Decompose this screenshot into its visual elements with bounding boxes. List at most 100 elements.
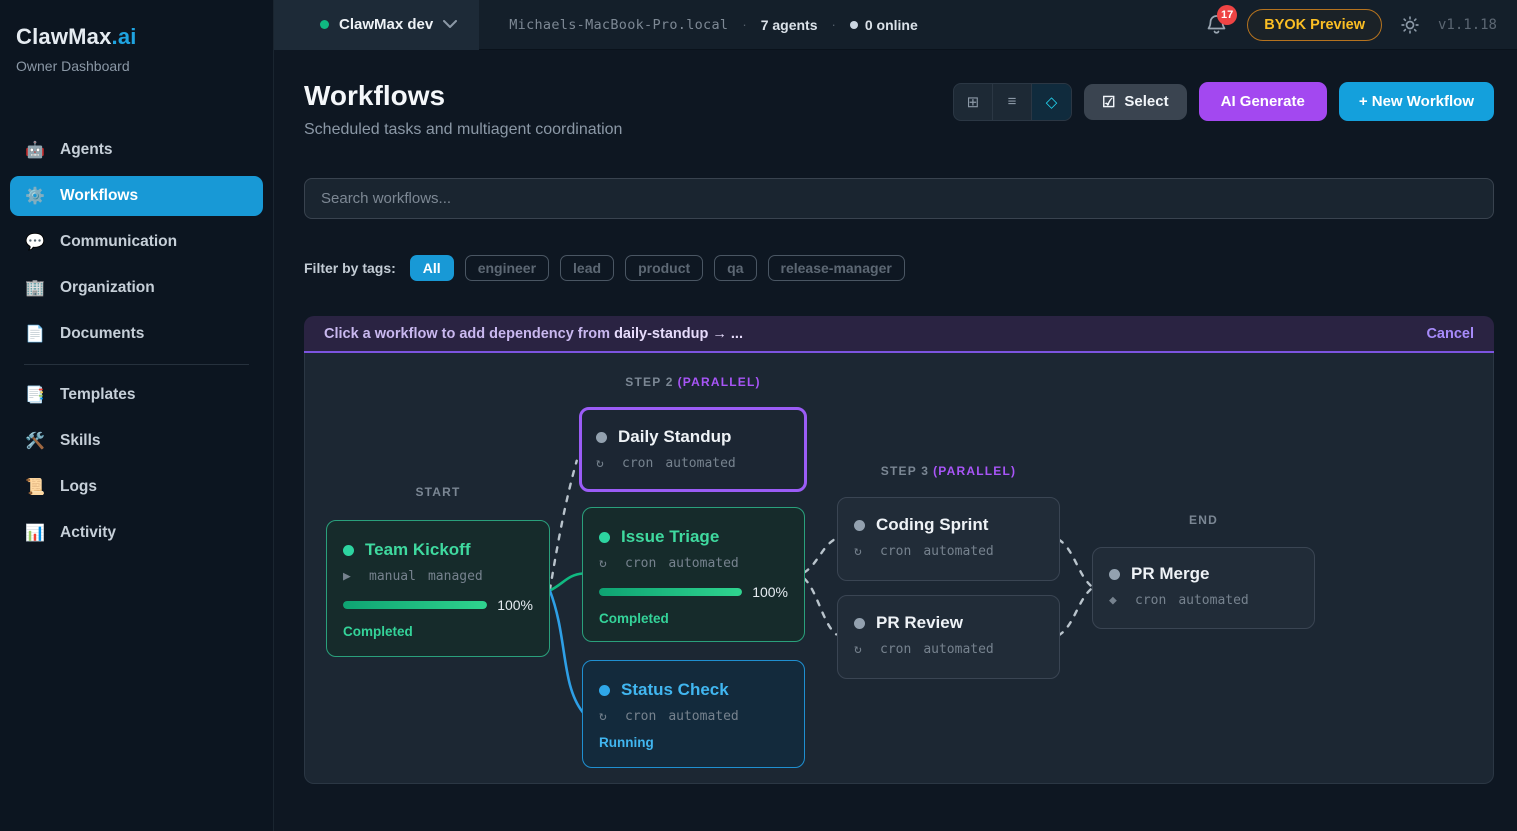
progress-bar: 100% (599, 584, 788, 600)
sidebar-item-workflows[interactable]: ⚙️ Workflows (10, 176, 263, 216)
sidebar-item-logs[interactable]: 📜 Logs (10, 467, 263, 507)
building-icon: 🏢 (25, 280, 45, 297)
sidebar-item-label: Logs (60, 478, 98, 495)
ai-generate-label: AI Generate (1220, 93, 1305, 110)
page-subtitle: Scheduled tasks and multiagent coordinat… (304, 121, 623, 138)
graph-view-button[interactable]: ◇ (1031, 83, 1071, 120)
graph-edges (548, 459, 1092, 714)
search-input[interactable] (304, 178, 1494, 219)
dependency-banner: Click a workflow to add dependency from … (304, 316, 1494, 353)
document-icon: 📄 (25, 326, 45, 343)
progress-bar: 100% (343, 597, 533, 613)
workflow-graph-canvas: STEP 2(PARALLEL) START STEP 3(PARALLEL) … (304, 353, 1494, 784)
workflow-meta: ↻ cron automated (596, 456, 790, 471)
status-dot-idle (854, 519, 865, 531)
sidebar-item-label: Documents (60, 325, 145, 342)
step2-label: STEP 2(PARALLEL) (579, 375, 807, 389)
workflow-card-daily-standup[interactable]: Daily Standup ↻ cron automated (579, 407, 807, 492)
page-header: Workflows Scheduled tasks and multiagent… (304, 80, 1494, 139)
workflow-title: Daily Standup (618, 427, 732, 446)
new-workflow-button[interactable]: + New Workflow (1338, 82, 1494, 121)
schedule-type: cron (622, 456, 654, 471)
workflow-card-status-check[interactable]: Status Check ↻ cron automated Running (582, 660, 805, 768)
sidebar-item-skills[interactable]: 🛠️ Skills (10, 421, 263, 461)
cron-icon: ↻ (854, 544, 862, 559)
step2-text: STEP 2 (625, 375, 674, 389)
tag-all[interactable]: All (409, 255, 454, 281)
dependency-banner-text: Click a workflow to add dependency from … (324, 326, 743, 342)
progress-value: 100% (752, 584, 788, 600)
list-view-button[interactable]: ≡ (993, 83, 1032, 120)
notifications-button[interactable]: 17 (1203, 4, 1238, 38)
sidebar-item-label: Communication (60, 233, 178, 250)
sidebar-item-templates[interactable]: 📑 Templates (10, 375, 263, 415)
ai-generate-button[interactable]: AI Generate (1198, 82, 1327, 121)
sidebar-item-organization[interactable]: 🏢 Organization (10, 268, 263, 308)
workflow-card-pr-review[interactable]: PR Review ↻ cron automated (837, 595, 1060, 679)
tag-product[interactable]: product (625, 255, 704, 281)
grid-view-icon: ⊞ (966, 93, 980, 111)
tag-lead[interactable]: lead (560, 255, 615, 281)
schedule-type: cron (625, 709, 657, 724)
hostname: Michaels-MacBook-Pro.local (509, 16, 729, 33)
schedule-type: manual (369, 569, 416, 584)
sidebar-item-documents[interactable]: 📄 Documents (10, 314, 263, 354)
robot-icon: 🤖 (25, 142, 45, 159)
play-icon: ▶ (343, 569, 351, 584)
workflow-card-team-kickoff[interactable]: Team Kickoff ▶ manual managed 100% Compl… (326, 520, 550, 657)
workflow-card-issue-triage[interactable]: Issue Triage ↻ cron automated 100% Compl… (582, 507, 805, 642)
mode-label: automated (923, 544, 994, 559)
workflow-meta: ↻ cron automated (854, 642, 1043, 657)
workflow-meta: ↻ cron automated (599, 556, 788, 571)
status-dot-idle (1109, 568, 1120, 580)
list-view-icon: ≡ (1007, 93, 1017, 110)
mode-label: automated (923, 642, 994, 657)
filter-row: Filter by tags: All engineer lead produc… (304, 255, 1494, 281)
select-button[interactable]: ☑ Select (1083, 83, 1187, 120)
mode-label: managed (427, 569, 483, 584)
card-header: Issue Triage (599, 527, 788, 547)
sidebar-item-label: Organization (60, 279, 155, 296)
progress-fill (343, 601, 488, 609)
byok-preview-button[interactable]: BYOK Preview (1247, 8, 1382, 41)
sidebar-item-activity[interactable]: 📊 Activity (10, 513, 263, 553)
mode-label: automated (665, 456, 736, 471)
sun-icon (1401, 15, 1419, 34)
step2-parallel-text: (PARALLEL) (677, 375, 761, 389)
workflow-title: Issue Triage (621, 527, 720, 546)
tag-qa[interactable]: qa (714, 255, 757, 281)
progress-value: 100% (497, 597, 533, 613)
sidebar-item-label: Activity (60, 524, 116, 541)
project-selector[interactable]: ClawMax dev (274, 0, 480, 50)
status-dot-completed (599, 531, 610, 543)
workflow-card-pr-merge[interactable]: PR Merge ◆ cron automated (1092, 547, 1315, 629)
schedule-type: cron (880, 544, 912, 559)
brand-subtitle: Owner Dashboard (16, 58, 130, 74)
bookmark-tabs-icon: 📑 (25, 387, 45, 404)
tag-release-manager[interactable]: release-manager (767, 255, 905, 281)
host-info: Michaels-MacBook-Pro.local · 7 agents · … (509, 17, 918, 33)
progress-track (343, 601, 488, 609)
agents-count: 7 agents (760, 16, 818, 33)
card-header: Daily Standup (596, 427, 790, 447)
tag-engineer[interactable]: engineer (464, 255, 550, 281)
cron-icon: ↻ (854, 642, 862, 657)
sidebar-item-communication[interactable]: 💬 Communication (10, 222, 263, 262)
status-badge: Completed (599, 611, 669, 626)
sidebar-item-agents[interactable]: 🤖 Agents (10, 130, 263, 170)
diamond-view-icon: ◇ (1045, 93, 1058, 111)
cancel-button[interactable]: Cancel (1426, 325, 1474, 342)
card-header: PR Review (854, 613, 1043, 633)
theme-toggle-button[interactable] (1400, 15, 1420, 35)
grid-view-button[interactable]: ⊞ (954, 83, 993, 120)
status-badge: Running (599, 735, 654, 750)
workflow-card-coding-sprint[interactable]: Coding Sprint ↻ cron automated (837, 497, 1060, 581)
filter-label: Filter by tags: (304, 260, 396, 276)
card-header: PR Merge (1109, 564, 1298, 584)
workflow-title: Coding Sprint (876, 515, 989, 534)
step3-text: STEP 3 (880, 464, 930, 478)
workflow-title: PR Review (876, 613, 963, 632)
tools-icon: 🛠️ (25, 433, 45, 450)
gear-icon: ⚙️ (25, 188, 45, 205)
banner-workflow-name: daily-standup (614, 325, 709, 342)
